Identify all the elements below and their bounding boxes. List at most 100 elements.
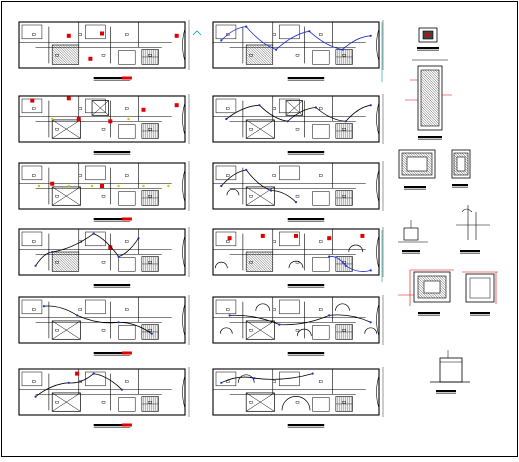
stair — [141, 190, 159, 206]
plan-outline — [212, 296, 380, 344]
hatch-line — [420, 70, 440, 90]
hatch-line — [259, 44, 273, 59]
fixture — [342, 329, 346, 332]
courtyard-void — [51, 392, 81, 412]
hatch-line — [254, 251, 273, 271]
fixture — [32, 240, 36, 243]
fixture — [125, 33, 129, 36]
outlet-symbol — [37, 184, 41, 188]
hatch-line — [417, 287, 429, 299]
plan-title-bar — [287, 151, 325, 155]
hatch-line — [246, 54, 257, 65]
detail-title-bar — [417, 47, 439, 51]
fixture — [55, 261, 59, 264]
hatch-line — [246, 256, 262, 272]
plan-title-bar — [93, 352, 131, 356]
hatch-line — [254, 44, 273, 64]
wiring-node — [344, 264, 347, 267]
floor-plan-left-2 — [18, 94, 190, 155]
wiring-node — [137, 237, 140, 240]
hatch-line — [57, 44, 78, 65]
hatch-line — [438, 275, 447, 284]
wiring-node — [150, 332, 153, 335]
fixture — [249, 401, 253, 404]
hatch-line — [420, 95, 440, 115]
void-diagonal — [285, 100, 303, 116]
red-marker — [174, 103, 179, 108]
tank-plan-inner — [469, 277, 491, 299]
fixture — [272, 240, 276, 243]
outlet-symbol — [90, 184, 94, 188]
room — [215, 165, 237, 181]
tank-opening — [423, 280, 441, 294]
plan-title-bar — [93, 77, 131, 81]
hatch-line — [246, 59, 252, 65]
tank-plan-outer — [465, 273, 495, 303]
hatch-line — [75, 251, 79, 256]
title-underline-thick — [93, 218, 131, 221]
pipe-riser-detail — [398, 205, 490, 254]
hatch-line — [417, 295, 421, 299]
circuit-arc — [335, 303, 350, 311]
hatch-line — [246, 46, 264, 65]
fixture — [295, 54, 300, 57]
wiring-node — [228, 314, 231, 317]
room — [312, 191, 330, 206]
hatch-line — [420, 100, 440, 120]
fixture — [55, 127, 59, 131]
title-underline-thick — [287, 424, 325, 427]
fixture — [272, 308, 276, 311]
room — [312, 325, 330, 340]
fixture — [342, 194, 346, 198]
fixture — [272, 33, 276, 36]
fixture — [78, 308, 82, 311]
hatch-line — [52, 261, 63, 272]
hatch-line — [453, 172, 457, 176]
hatch-line — [246, 258, 259, 272]
red-marker — [141, 107, 146, 112]
room — [85, 165, 106, 181]
fixture — [272, 380, 276, 383]
north-arrow-icon — [192, 30, 202, 36]
room — [279, 165, 300, 181]
fixture — [101, 401, 106, 404]
void-frame — [245, 320, 275, 340]
circuit-arc — [226, 188, 240, 196]
room — [215, 299, 237, 315]
fixture — [148, 54, 152, 57]
fixture — [101, 329, 106, 332]
title-underline-thick — [93, 424, 131, 427]
title-underline-thick — [460, 250, 480, 253]
fixture — [125, 240, 129, 243]
hatch-line — [417, 290, 426, 299]
hatch-line — [246, 261, 257, 272]
title-underline-thick — [287, 151, 325, 154]
wiring-node — [341, 48, 344, 51]
hatch-line — [420, 108, 439, 127]
room — [85, 98, 106, 114]
title-underline-thick — [93, 352, 131, 355]
wiring-node — [253, 377, 256, 380]
wiring-node — [369, 321, 372, 324]
stair — [335, 396, 353, 412]
fixture — [249, 54, 253, 57]
detail-title-bar — [470, 312, 490, 316]
hatch-line — [269, 251, 273, 256]
panel-side-door — [456, 156, 466, 172]
title-underline-thick — [418, 312, 440, 315]
hatch-line — [420, 83, 440, 102]
wiring-node — [369, 269, 372, 272]
fixture — [272, 107, 276, 110]
bay-wall — [182, 169, 186, 203]
plan-title-bar — [287, 284, 325, 288]
hatch-line — [401, 172, 405, 176]
hatch-line — [420, 88, 440, 107]
title-underline-thick — [404, 186, 426, 189]
fixture — [55, 401, 59, 404]
fixture — [148, 401, 152, 404]
hatch-line — [453, 169, 460, 176]
hatch-line — [435, 275, 447, 287]
fixture — [78, 174, 82, 177]
hatch-line — [55, 251, 75, 272]
outlet-symbol — [67, 184, 71, 188]
